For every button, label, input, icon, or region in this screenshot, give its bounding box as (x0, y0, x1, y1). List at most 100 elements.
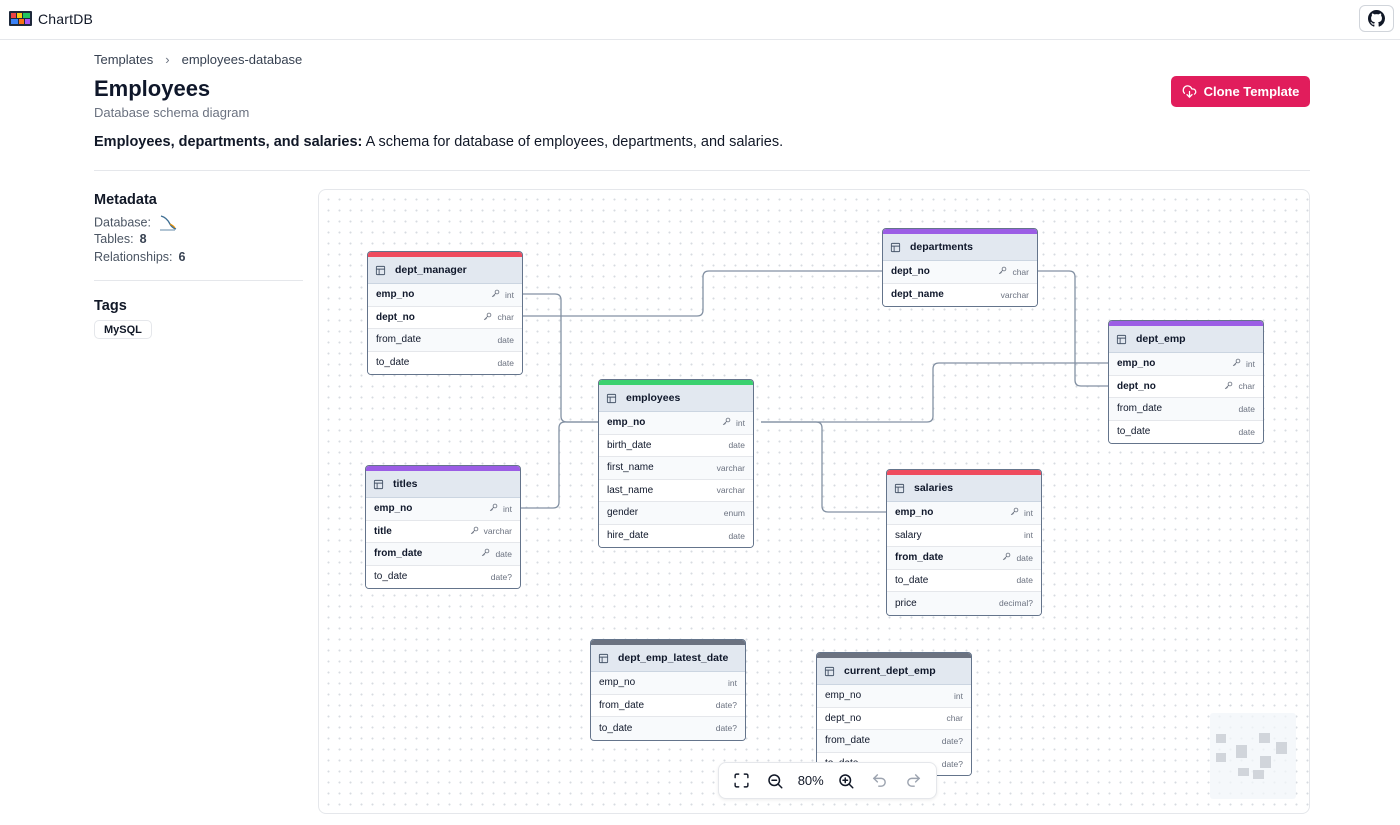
field-type: decimal? (998, 598, 1033, 609)
field-type: date (1238, 403, 1255, 414)
table-header[interactable]: salaries (887, 475, 1041, 502)
table-color-bar (817, 653, 971, 658)
relationship-edges (521, 270, 1108, 513)
table-color-bar (883, 229, 1037, 234)
field-name: to_date (895, 574, 929, 586)
clone-template-label: Clone Template (1203, 84, 1300, 99)
field-name: dept_no (1117, 380, 1156, 392)
cloud-download-icon (1182, 85, 1196, 98)
field-type-group: char (483, 312, 514, 323)
expand-icon (734, 773, 749, 788)
field-type: date? (941, 735, 963, 746)
zoom-out-button[interactable] (764, 770, 786, 792)
table-field-row[interactable]: price decimal? (887, 592, 1041, 615)
table-name: dept_manager (395, 264, 467, 276)
table-header[interactable]: dept_emp (1109, 326, 1263, 353)
field-name: dept_no (376, 311, 415, 323)
breadcrumb-templates-link[interactable]: Templates (94, 52, 154, 67)
edge-employees-dept-emp (761, 362, 1108, 423)
relationships-label: Relationships: (94, 250, 173, 264)
field-name: emp_no (376, 289, 415, 301)
field-name: title (374, 525, 392, 537)
field-type: int (1246, 358, 1255, 369)
chartdb-logo-icon[interactable] (9, 11, 32, 26)
table-color-bar (599, 380, 753, 385)
table-header[interactable]: dept_manager (368, 257, 522, 284)
field-type-group: varchar (717, 463, 745, 473)
field-type-group: char (998, 266, 1029, 277)
redo-button[interactable] (902, 770, 924, 792)
key-icon (491, 289, 500, 300)
table-color-bar (591, 640, 745, 645)
tag-mysql[interactable]: MySQL (94, 320, 152, 339)
table-name: employees (626, 392, 681, 404)
tags-heading: Tags (94, 298, 127, 314)
table-header[interactable]: titles (366, 471, 520, 498)
clone-template-button[interactable]: Clone Template (1171, 76, 1310, 107)
table-field-row[interactable]: salary int (887, 524, 1041, 547)
table-header[interactable]: current_dept_emp (817, 658, 971, 685)
field-type: date? (715, 723, 737, 734)
relationships-count: 6 (178, 250, 186, 264)
field-name: dept_name (891, 289, 944, 301)
table-field-row[interactable]: dept_no char (368, 306, 522, 329)
field-type: int (1024, 530, 1033, 541)
table-header[interactable]: dept_emp_latest_date (591, 645, 745, 672)
edge-employees-titles (521, 421, 598, 509)
zoom-in-button[interactable] (835, 770, 857, 792)
table-name: titles (393, 478, 418, 490)
field-name: price (895, 597, 917, 609)
github-button[interactable] (1359, 5, 1394, 32)
brand-name[interactable]: ChartDB (38, 11, 94, 27)
table-header[interactable]: employees (599, 385, 753, 412)
fit-view-button[interactable] (731, 770, 753, 792)
minimap[interactable] (1210, 713, 1296, 799)
key-icon (483, 312, 492, 323)
field-type: varchar (716, 485, 745, 496)
field-name: salary (895, 529, 922, 541)
template-description: Employees, departments, and salaries: A … (94, 134, 783, 150)
undo-button[interactable] (869, 770, 891, 792)
table-header[interactable]: departments (883, 234, 1037, 261)
github-icon (1368, 10, 1385, 27)
